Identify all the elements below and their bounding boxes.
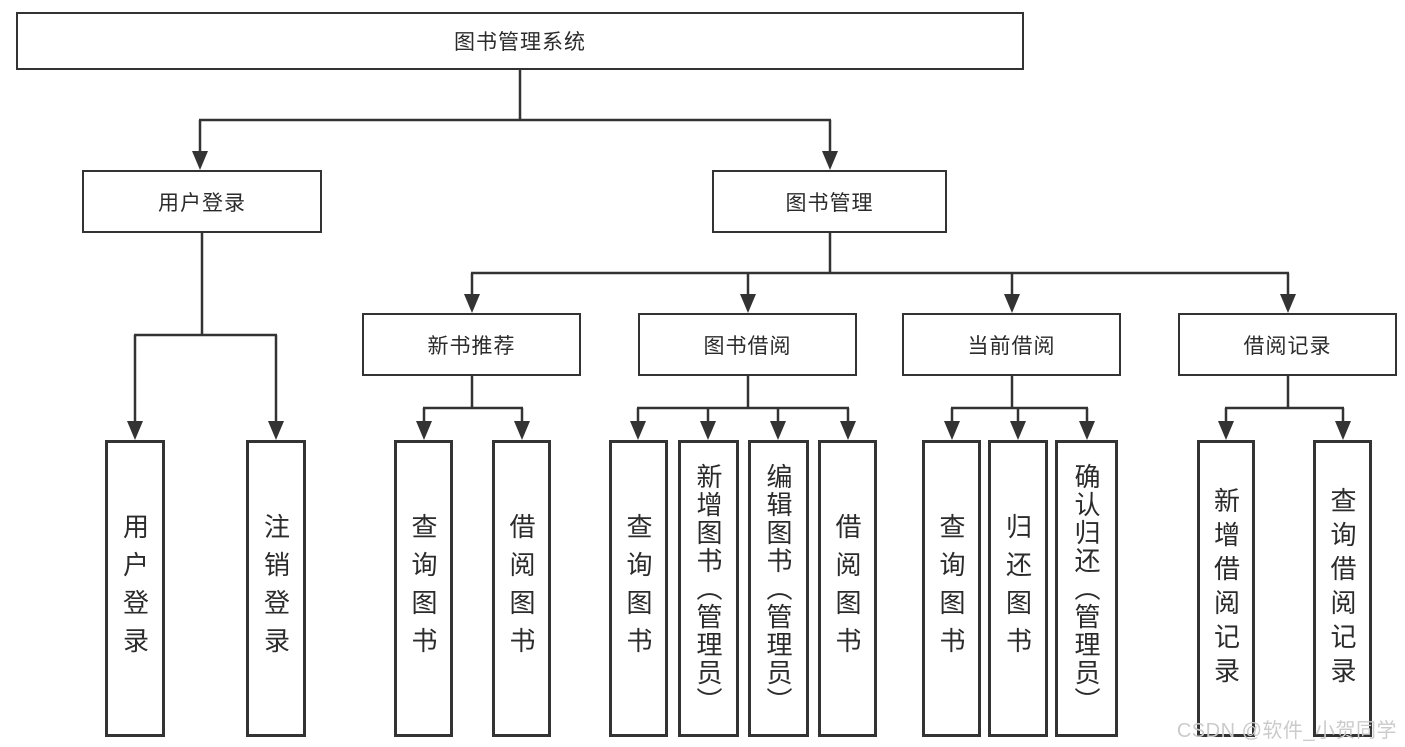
node-leaf-logout-label: 注销登录 [260, 512, 291, 665]
node-leaf-bb-query-books-label: 查询图书 [623, 512, 653, 665]
node-book-borrowing-label: 图书借阅 [703, 334, 792, 358]
node-leaf-cb-return-books-label: 归还图书 [1002, 512, 1033, 665]
node-leaf-logout: 注销登录 [246, 440, 306, 737]
node-leaf-br-query-record-label: 查询借阅记录 [1327, 486, 1357, 691]
csdn-watermark: CSDN @软件_小贺同学 [1176, 720, 1397, 742]
node-leaf-bb-edit-books-admin: 编辑图书（管理员） [748, 440, 809, 737]
node-leaf-cb-query-books-label: 查询图书 [936, 512, 966, 665]
node-leaf-cb-query-books: 查询图书 [922, 440, 981, 737]
node-leaf-nb-query-books: 查询图书 [394, 440, 453, 737]
node-leaf-cb-confirm-return-admin-label: 确认归还（管理员） [1071, 462, 1101, 715]
node-user-login-label: 用户登录 [158, 191, 246, 215]
node-root-system: 图书管理系统 [16, 12, 1024, 70]
node-book-management: 图书管理 [712, 170, 947, 233]
node-leaf-user-login-label: 用户登录 [119, 512, 150, 665]
arrowheads [127, 151, 1351, 440]
connector-lines [133, 70, 1345, 426]
node-current-borrowing: 当前借阅 [902, 313, 1121, 376]
node-borrowing-records-label: 借阅记录 [1243, 334, 1332, 358]
node-leaf-br-add-record: 新增借阅记录 [1197, 440, 1255, 737]
node-leaf-nb-query-books-label: 查询图书 [408, 512, 438, 665]
node-leaf-bb-add-books-admin-label: 新增图书（管理员） [693, 462, 723, 715]
node-leaf-cb-return-books: 归还图书 [988, 440, 1048, 737]
node-leaf-bb-edit-books-admin-label: 编辑图书（管理员） [763, 462, 793, 715]
node-leaf-br-add-record-label: 新增借阅记录 [1210, 486, 1241, 691]
node-new-book-recommendation: 新书推荐 [362, 313, 581, 376]
node-leaf-bb-add-books-admin: 新增图书（管理员） [678, 440, 739, 737]
node-book-borrowing: 图书借阅 [638, 313, 857, 376]
node-current-borrowing-label: 当前借阅 [967, 334, 1056, 358]
node-leaf-nb-borrow-books: 借阅图书 [492, 440, 551, 737]
node-leaf-bb-query-books: 查询图书 [609, 440, 668, 737]
node-new-book-recommendation-label: 新书推荐 [427, 334, 516, 358]
node-leaf-br-query-record: 查询借阅记录 [1313, 440, 1372, 737]
node-leaf-user-login: 用户登录 [105, 440, 165, 737]
node-book-management-label: 图书管理 [785, 191, 874, 215]
node-root-label: 图书管理系统 [454, 31, 586, 54]
node-leaf-bb-borrow-books: 借阅图书 [818, 440, 877, 737]
node-leaf-cb-confirm-return-admin: 确认归还（管理员） [1055, 440, 1118, 737]
node-leaf-bb-borrow-books-label: 借阅图书 [832, 512, 862, 665]
node-user-login: 用户登录 [82, 170, 322, 233]
node-leaf-nb-borrow-books-label: 借阅图书 [506, 512, 536, 665]
node-borrowing-records: 借阅记录 [1178, 313, 1397, 376]
